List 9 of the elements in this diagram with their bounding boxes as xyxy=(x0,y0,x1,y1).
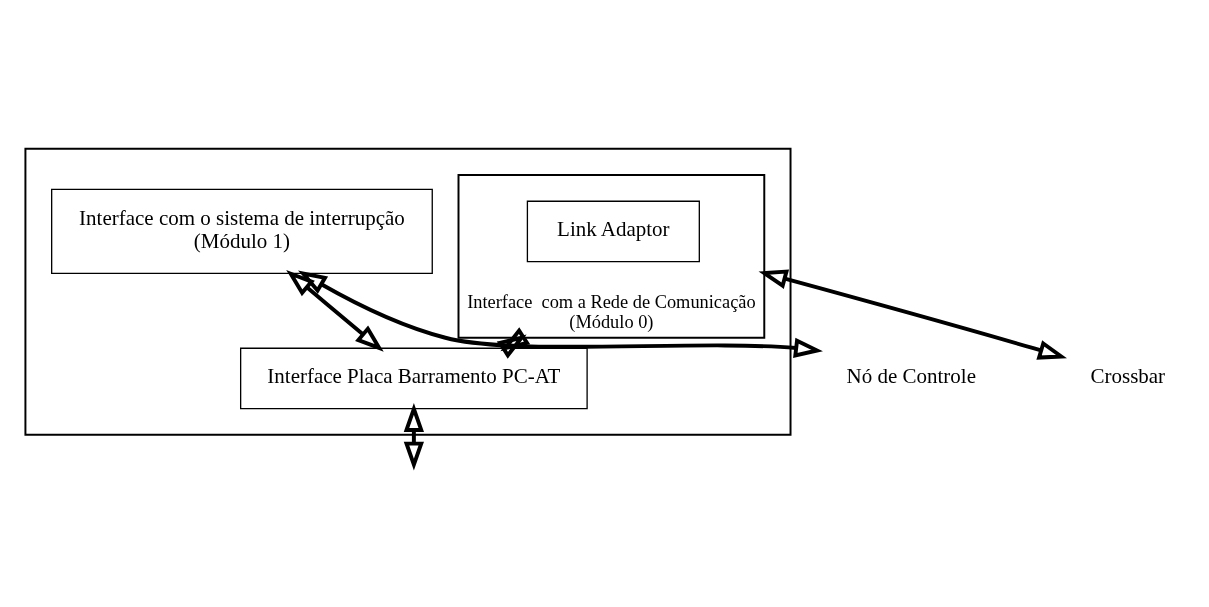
arrow xyxy=(403,402,424,471)
arrow xyxy=(298,270,823,358)
node-box: Link Adaptor xyxy=(526,200,700,262)
arrow xyxy=(758,268,1067,360)
node-box: Interface com o sistema de interrupção (Módulo 1) xyxy=(51,188,433,274)
arrow xyxy=(286,269,384,352)
node-text: Crossbar xyxy=(1090,363,1166,388)
node-box: Interface Placa Barramento PC-AT xyxy=(240,347,588,409)
node-text: Nó de Controle xyxy=(846,363,976,388)
